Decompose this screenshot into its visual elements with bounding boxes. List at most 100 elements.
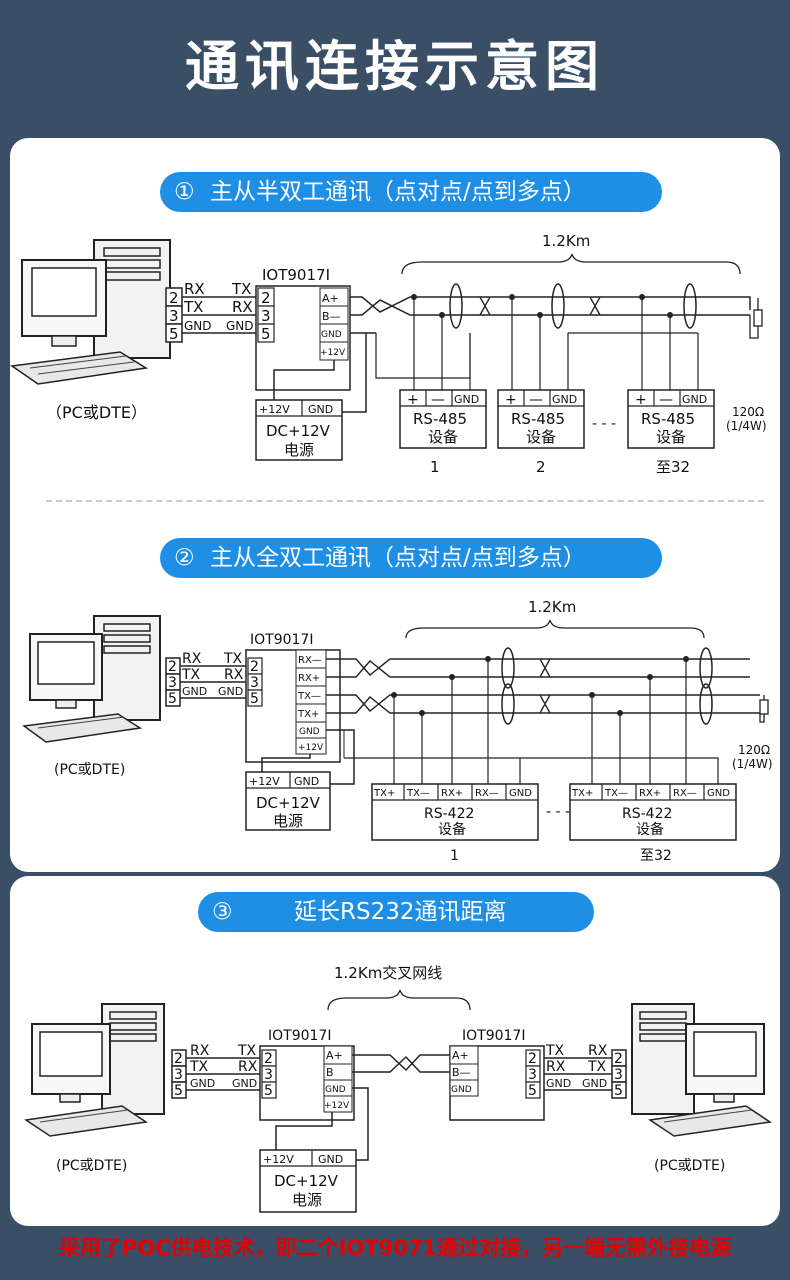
device-name: RS-422	[622, 806, 672, 822]
terminal-12v: +12V	[320, 348, 346, 358]
module-title: IOT9017I	[250, 632, 313, 648]
terminating-resistor	[759, 699, 769, 715]
device-gnd: GND	[509, 788, 532, 799]
device-rx-plus: RX+	[639, 788, 661, 799]
rs485-device-1: + — GND RS-485 设备 1	[399, 294, 487, 476]
pc-label: (PC或DTE)	[54, 762, 125, 778]
right-terminal-b: B—	[452, 1066, 471, 1079]
module-title: IOT9017I	[262, 266, 330, 284]
right-module-title: IOT9017I	[462, 1028, 525, 1044]
module-pin-3: 3	[261, 307, 271, 325]
device-sub: 设备	[526, 428, 556, 446]
power-line1: DC+12V	[256, 794, 321, 812]
device-plus: +	[407, 392, 419, 408]
device-rx-plus: RX+	[441, 788, 463, 799]
left-module-pin-5: 5	[264, 1083, 273, 1099]
bus-distance: 1.2Km	[542, 232, 590, 250]
power-line2: 电源	[284, 441, 314, 459]
footnote: 采用了POC供电技术，即二个IOT9071通过对接，另一端无需外接电源	[58, 1236, 732, 1260]
right-module-pin-2: 2	[528, 1051, 537, 1067]
left-pc-pin-5: 5	[174, 1083, 183, 1099]
left-terminal-gnd: GND	[325, 1085, 346, 1095]
terminal-b-minus: B—	[322, 310, 341, 323]
bus-distance: 1.2Km	[528, 598, 576, 616]
rs422-device-32: TX+ TX— RX+ RX— GND RS-422 设备 至32	[520, 656, 737, 864]
device-name: RS-422	[424, 806, 474, 822]
right-module-tx: TX	[545, 1043, 565, 1059]
device-tx-plus: TX+	[373, 788, 395, 799]
device-sub: 设备	[438, 821, 466, 838]
section-1-label: 主从半双工通讯（点对点/点到多点）	[210, 179, 586, 205]
module-pin-5: 5	[261, 325, 271, 343]
left-pc-tx: TX	[189, 1059, 209, 1075]
left-module-title: IOT9017I	[268, 1028, 331, 1044]
right-module-rx: RX	[546, 1059, 566, 1075]
pc-tx-label: TX	[181, 667, 201, 683]
power-line2: 电源	[292, 1191, 322, 1209]
terminal-gnd: GND	[299, 727, 320, 737]
power-line1: DC+12V	[266, 422, 331, 440]
device-name: RS-485	[511, 410, 565, 428]
device-id: 1	[430, 458, 440, 476]
right-pc-label: (PC或DTE)	[654, 1158, 725, 1174]
resistor-value: 120Ω	[738, 743, 770, 757]
section-1-number: ①	[174, 179, 195, 205]
device-minus: —	[431, 392, 445, 408]
terminal-rx-minus: RX—	[298, 655, 322, 666]
power-gnd: GND	[318, 1153, 343, 1166]
pc-pin-5: 5	[169, 325, 179, 343]
resistor-rating: (1/4W)	[732, 757, 773, 771]
module-tx-label: TX	[231, 280, 251, 298]
terminal-gnd: GND	[321, 330, 342, 340]
pc-pin-2: 2	[169, 289, 179, 307]
left-module-tx: TX	[237, 1043, 257, 1059]
left-pc-computer-icon	[23, 1003, 165, 1137]
rs422-device-1: TX+ TX— RX+ RX— GND RS-422 设备 1	[344, 656, 539, 864]
left-module-rx: RX	[238, 1059, 258, 1075]
power-supply: +12V GND DC+12V 电源	[259, 1149, 357, 1213]
pc-pin-3: 3	[169, 307, 179, 325]
device-name: RS-485	[413, 410, 467, 428]
terminal-a-plus: A+	[322, 292, 339, 305]
right-pc-pin-2: 2	[614, 1051, 623, 1067]
left-pc-gnd: GND	[190, 1077, 215, 1090]
section-divider	[46, 500, 764, 502]
terminating-resistor	[753, 309, 763, 327]
module-rx-label: RX	[232, 298, 253, 316]
right-pc-gnd: GND	[582, 1077, 607, 1090]
power-supply: +12V GND DC+12V 电源	[245, 771, 331, 831]
pc-pin-5: 5	[168, 691, 177, 707]
power-gnd: GND	[308, 403, 333, 416]
left-module-pin-2: 2	[264, 1051, 273, 1067]
module-pin-3: 3	[250, 675, 259, 691]
right-pc-tx: TX	[587, 1059, 607, 1075]
pc-gnd-label: GND	[182, 685, 207, 698]
right-terminal-gnd: GND	[451, 1085, 472, 1095]
terminal-tx-plus: TX+	[297, 709, 319, 720]
power-line1: DC+12V	[274, 1172, 339, 1190]
left-pc-label: (PC或DTE)	[56, 1158, 127, 1174]
left-module-gnd: GND	[232, 1077, 257, 1090]
section-2-label: 主从全双工通讯（点对点/点到多点）	[210, 545, 586, 571]
rs485-device-32: + — GND RS-485 设备 至32	[568, 294, 715, 476]
device-minus: —	[529, 392, 543, 408]
device-minus: —	[659, 392, 673, 408]
terminal-rx-plus: RX+	[298, 673, 320, 684]
device-id: 2	[536, 458, 546, 476]
module-gnd-label: GND	[218, 685, 243, 698]
device-gnd: GND	[707, 788, 730, 799]
section-3-pill: ③ 延长RS232通讯距离	[198, 892, 594, 932]
rs485-device-2: + — GND RS-485 设备 2	[497, 294, 585, 476]
resistor-value: 120Ω	[732, 405, 764, 419]
device-sub: 设备	[636, 821, 664, 838]
rs232-extension-diagram: 1.2Km交叉网线 (PC或DTE) 2 3 5 RX TX TX RX GND…	[23, 964, 773, 1213]
device-sub: 设备	[656, 428, 686, 446]
half-duplex-diagram: （PC或DTE） 2 3 5 RX TX TX RX GND GND IOT90…	[10, 232, 767, 476]
device-ellipsis: - - -	[546, 804, 570, 820]
module-tx-label: TX	[223, 651, 243, 667]
section-3-number: ③	[212, 899, 233, 925]
power-gnd: GND	[294, 775, 319, 788]
pc-pin-3: 3	[168, 675, 177, 691]
module-gnd-label: GND	[226, 319, 254, 333]
right-pc-computer-icon	[631, 1003, 773, 1137]
